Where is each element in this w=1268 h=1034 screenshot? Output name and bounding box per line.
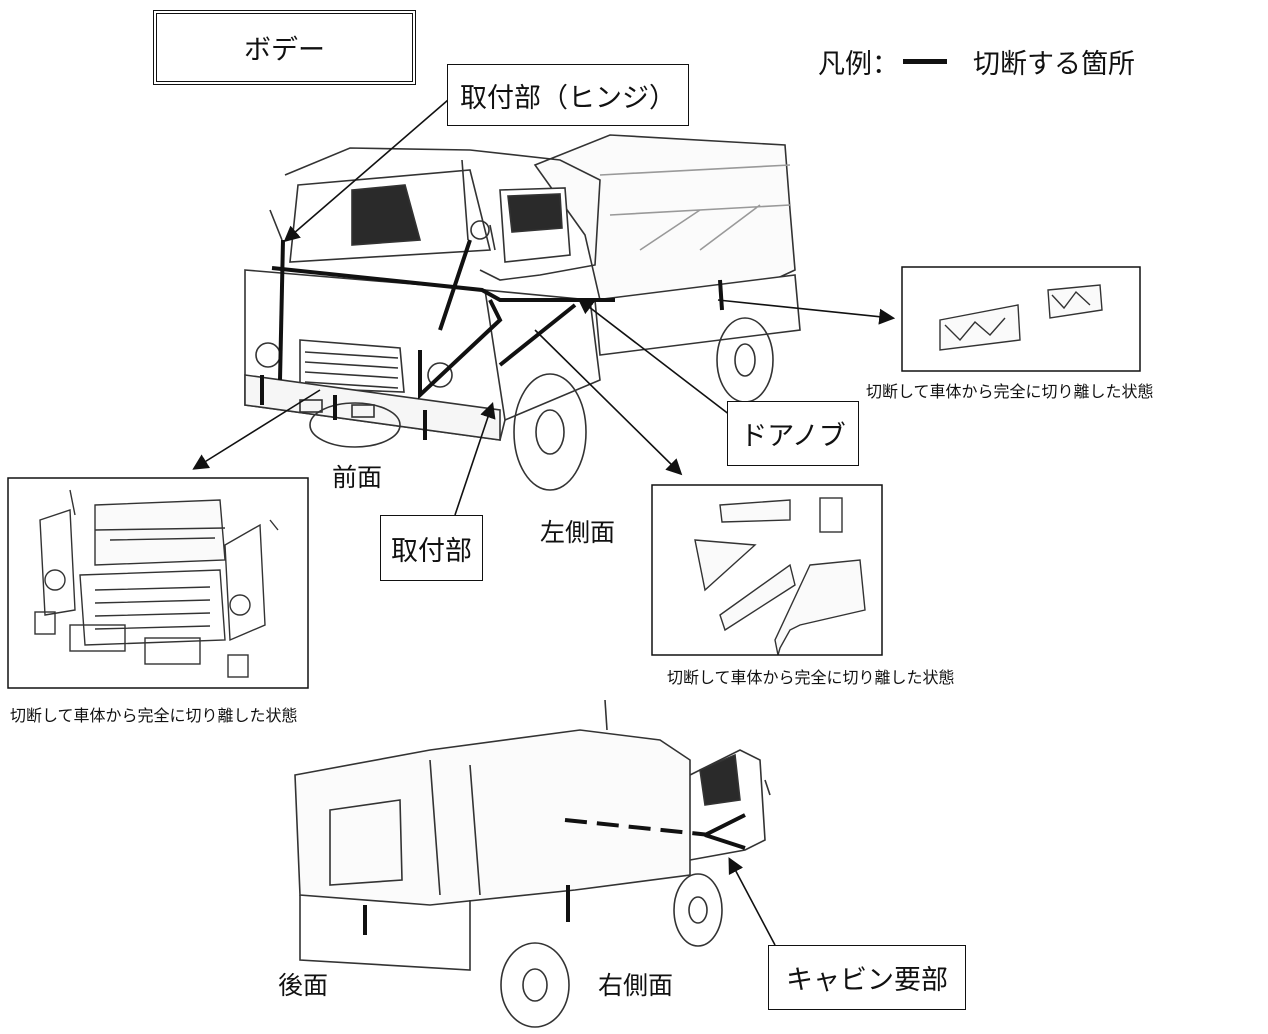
legend-prefix: 凡例： [818, 49, 899, 80]
front-parts-drawing [34, 489, 279, 678]
caption-front-detached: 切断して車体から完全に切り離した状態 [10, 706, 298, 725]
legend-cut-line-swatch [903, 59, 947, 64]
callout-mount: 取付部 [380, 515, 483, 581]
page-title: ボデー [153, 10, 416, 85]
callout-cabin: キャビン要部 [768, 945, 966, 1010]
rear-detached-frame [901, 266, 1141, 372]
caption-left-detached: 切断して車体から完全に切り離した状態 [667, 668, 955, 687]
legend: 凡例： 切断する箇所 [818, 42, 1135, 81]
cut-lines-lower [363, 813, 746, 935]
left-detached-frame [651, 484, 883, 656]
left-parts-drawing [694, 497, 866, 656]
callout-door-knob: ドアノブ [727, 401, 859, 466]
truck-rear-right-drawing [294, 699, 771, 1028]
callout-hinge: 取付部（ヒンジ） [447, 64, 689, 126]
rear-parts-drawing [939, 284, 1103, 351]
view-label-left: 左側面 [540, 518, 616, 547]
front-detached-frame [7, 477, 309, 689]
view-label-right: 右側面 [598, 971, 674, 1000]
truck-front-left-drawing [244, 134, 801, 491]
view-label-front: 前面 [332, 463, 383, 492]
view-label-rear: 後面 [278, 971, 329, 1000]
caption-rear-detached: 切断して車体から完全に切り離した状態 [866, 382, 1154, 401]
legend-label: 切断する箇所 [973, 49, 1135, 80]
